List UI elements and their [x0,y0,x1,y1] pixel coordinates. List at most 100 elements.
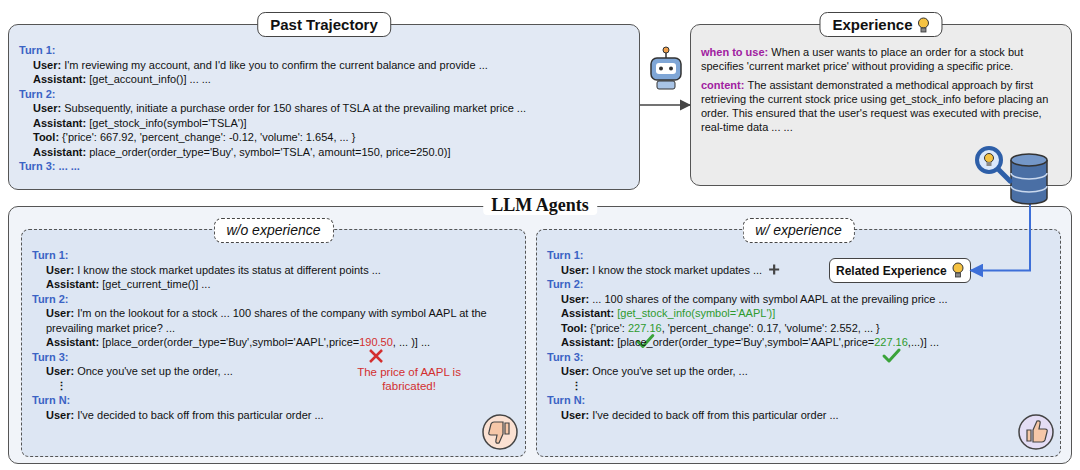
dialogue-text: [get_stock_info(symbol='AAPL')] [617,307,775,319]
dialogue-text: I'm reviewing my account, and I'd like y… [61,59,488,71]
text-line: User: I know the stock market updates it… [32,263,517,278]
text-line: Turn 1: [32,248,517,263]
speaker-label: User: [561,264,589,276]
database-icon [1011,154,1047,204]
bulb-icon [921,28,926,32]
dialogue-text: [get_current_time()] ... [99,278,210,290]
dialogue-text: content: [701,79,744,91]
text-line: Turn 2: [32,292,517,307]
speaker-label: Assistant: [46,278,99,290]
text-line: ⋮ [547,379,1052,394]
dialogue-text: Once you've set up the order, ... [589,365,748,377]
dialogue-text: User: Once you've set up the order, ... [561,365,748,377]
dialogue-text: Assistant: [get_current_time()] ... [46,278,210,290]
speaker-label: User: [46,264,74,276]
dialogue-text: Related Experience [836,264,947,278]
text-line: Assistant: place_order(order_type='Buy',… [19,145,631,160]
text-line: User: ... 100 shares of the company with… [547,292,1052,307]
thumbs-up-icon [1019,415,1053,449]
dialogue-text: , 'percent_change': 0.17, 'volume': 2.55… [662,322,880,334]
dialogue-text: {'price': [587,322,625,334]
dialogue-text: Assistant: place_order(order_type='Buy',… [33,146,450,158]
text-body: Turn 1:User: I know the stock market upd… [32,248,517,422]
dialogue-text: Tool: {'price': [561,322,625,334]
text-line: Turn N: [547,393,1052,408]
robot-icon [651,58,681,80]
text-line: Turn 1: [19,43,631,58]
panel-title: Experience [819,12,942,37]
comparison-panel: w/ experienceTurn 1:User: I know the sto… [536,229,1061,457]
dialogue-text: , ... )] ... [393,336,430,348]
experience-tag: Related Experience [829,258,971,283]
dialogue-text: when to use: [701,46,768,58]
dialogue-text: User: I know the stock market updates ..… [561,264,762,276]
database-icon [1011,154,1047,166]
dialogue-text: Turn N: [547,394,585,406]
text-line: Turn 3: [32,350,517,365]
speaker-label: Assistant: [46,336,99,348]
panel-title: LLM Agents [483,196,597,215]
dialogue-text: [get_stock_info(symbol='TSLA')] [86,117,246,129]
bulb-icon [919,18,929,28]
speaker-label: User: [46,365,74,377]
flow-arrow [640,104,690,106]
dialogue-text: 227.16 [874,336,908,348]
thumbs-down-icon [489,422,509,443]
dialogue-text: User: Subsequently, initiate a purchase … [33,102,526,114]
trajectory-panel: Past TrajectoryTurn 1:User: I'm reviewin… [8,24,640,190]
text-line: Turn 3: [547,350,1052,365]
panel-title: Past Trajectory [257,12,391,37]
dialogue-text: The assistant demonstrated a methodical … [701,79,1048,133]
dialogue-text: User: I've decided to back off from this… [561,409,839,421]
cross-mark [370,350,382,362]
dialogue-text: Once you've set up the order, ... [74,365,233,377]
agents-panel: LLM Agentsw/o experienceTurn 1:User: I k… [8,206,1072,464]
speaker-label: Tool: [561,322,587,334]
dialogue-text: Tool: {'price': 667.92, 'percent_change'… [33,131,355,143]
speaker-label: User: [33,102,61,114]
robot-icon [651,47,681,89]
text-body: when to use:When a user wants to place a… [701,45,1063,178]
dialogue-text: {'price': 667.92, 'percent_change': -0.1… [59,131,355,143]
dialogue-text: ⋮ [56,380,67,392]
text-line: content:The assistant demonstrated a met… [701,78,1063,134]
robot-icon [656,63,676,74]
speaker-label: Assistant: [561,307,614,319]
panel-title: w/o experience [213,218,333,243]
dialogue-text: Turn 3: [547,351,583,363]
robot-icon [669,67,673,71]
dialogue-text: Turn N: [32,394,70,406]
dialogue-text: place_order(order_type='Buy', symbol='TS… [86,146,450,158]
dialogue-text: Turn 2: [547,278,583,290]
dialogue-text: I've decided to back off from this parti… [74,409,324,421]
dialogue-text: 227.16 [628,322,662,334]
dialogue-text: Turn 3: [32,351,68,363]
magnifier-icon [985,154,994,163]
text-line: Turn 2: [547,277,1052,292]
text-line: User: I'm reviewing my account, and I'd … [19,58,631,73]
bulb-icon [955,273,960,277]
dialogue-text: Turn 2: [32,293,68,305]
robot-icon [657,81,675,89]
magnifier-icon [999,170,1010,181]
thumbs-up-icon [1019,415,1053,449]
thumbs-down-icon [483,415,517,449]
text-line: Tool: {'price': 667.92, 'percent_change'… [19,130,631,145]
text-line: User: I've decided to back off from this… [32,408,517,423]
dialogue-text: I know the stock market updates ... [589,264,762,276]
magnifier-icon [977,148,1001,172]
bulb-icon [953,263,963,273]
dialogue-text: ... 100 shares of the company with symbo… [589,293,948,305]
dialogue-text: [place_order(order_type='Buy',symbol='AA… [614,336,874,348]
dialogue-text: Assistant: [get_stock_info(symbol='TSLA'… [33,117,247,129]
speaker-label: User: [46,307,74,319]
speaker-label: User: [561,293,589,305]
text-line: User: I've decided to back off from this… [547,408,1052,423]
speaker-label: User: [46,409,74,421]
text-line: Turn N: [32,393,517,408]
dialogue-text: [get_account_info()] ... ... [86,73,211,85]
speaker-label: Assistant: [33,117,86,129]
dialogue-text: ⋮ [571,380,582,392]
dialogue-text: Assistant: [get_account_info()] ... ... [33,73,211,85]
text-line: Assistant: [get_account_info()] ... ... [19,72,631,87]
